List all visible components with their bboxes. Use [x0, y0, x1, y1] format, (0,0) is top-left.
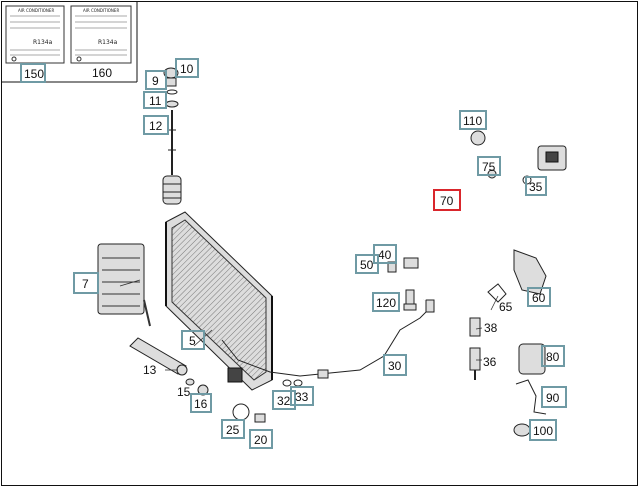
- callout-15-label[interactable]: 15: [177, 385, 191, 399]
- callout-25[interactable]: 25: [221, 419, 245, 439]
- callout-10-label: 10: [180, 62, 194, 76]
- callout-11-label: 11: [149, 94, 162, 108]
- callout-75[interactable]: 75: [477, 156, 501, 176]
- callout-100-label: 100: [533, 424, 553, 438]
- holders-part: [513, 343, 547, 437]
- callout-5[interactable]: 5: [181, 330, 205, 350]
- callout-70[interactable]: 70: [433, 189, 461, 211]
- callout-150-label: 150: [24, 67, 44, 81]
- callout-38-label[interactable]: 38: [484, 321, 498, 335]
- callout-150[interactable]: 150: [20, 63, 46, 83]
- callout-12[interactable]: 12: [143, 115, 169, 135]
- callout-9[interactable]: 9: [145, 70, 167, 90]
- callout-36-label[interactable]: 36: [483, 355, 497, 369]
- callout-10[interactable]: 10: [175, 58, 199, 78]
- callout-120-label: 120: [376, 296, 396, 310]
- callout-5-label: 5: [189, 334, 196, 348]
- callout-90-label: 90: [546, 391, 560, 405]
- callout-40-label: 40: [378, 248, 392, 262]
- callout-7[interactable]: 7: [73, 272, 99, 294]
- bracket-60-part: [487, 249, 547, 303]
- callout-20-label: 20: [254, 433, 268, 447]
- callout-20[interactable]: 20: [249, 429, 273, 449]
- callout-50[interactable]: 50: [355, 254, 379, 274]
- sticker-160-refrigerant: R134a: [98, 39, 118, 46]
- callout-110[interactable]: 110: [459, 110, 487, 130]
- sticker-160: AIR CONDITIONER R134a: [70, 5, 132, 64]
- callout-30[interactable]: 30: [383, 354, 407, 376]
- callout-80-label: 80: [546, 350, 560, 364]
- callout-100[interactable]: 100: [529, 419, 557, 441]
- callout-50-label: 50: [360, 258, 374, 272]
- callout-60-label: 60: [532, 291, 546, 305]
- sticker-160-heading: AIR CONDITIONER: [83, 8, 119, 13]
- sticker-150-heading: AIR CONDITIONER: [18, 8, 54, 13]
- callout-80[interactable]: 80: [541, 345, 565, 367]
- drier-stack-part: [162, 67, 182, 205]
- callout-90[interactable]: 90: [541, 386, 567, 408]
- callout-70-label: 70: [440, 194, 454, 208]
- callout-110-label: 110: [463, 114, 482, 128]
- callout-7-label: 7: [82, 277, 89, 291]
- callout-65-label[interactable]: 65: [499, 300, 513, 314]
- sticker-150-refrigerant: R134a: [33, 39, 53, 46]
- callout-25-label: 25: [226, 423, 240, 437]
- sticker-150: AIR CONDITIONER R134a: [5, 5, 65, 64]
- callout-13-label[interactable]: 13: [143, 363, 157, 377]
- bolts-part: [387, 261, 417, 311]
- callout-160-label[interactable]: 160: [92, 66, 112, 80]
- callout-11[interactable]: 11: [143, 91, 167, 109]
- callout-32[interactable]: 32: [272, 390, 296, 410]
- callout-30-label: 30: [388, 359, 402, 373]
- callout-32-label: 32: [277, 394, 291, 408]
- callout-12-label: 12: [149, 119, 163, 133]
- callout-33-label: 33: [295, 390, 309, 404]
- leader-lines: [119, 279, 499, 371]
- refrigerant-line-30: [221, 299, 435, 383]
- callout-35-label: 35: [529, 180, 543, 194]
- callout-16-label: 16: [194, 397, 208, 411]
- expansion-valve-part: [522, 145, 567, 185]
- callout-60[interactable]: 60: [527, 287, 551, 307]
- callout-16[interactable]: 16: [190, 393, 212, 413]
- drier-cylinder-part: [129, 337, 188, 376]
- sensors-part: [469, 317, 481, 380]
- callout-35[interactable]: 35: [525, 176, 547, 196]
- callout-120[interactable]: 120: [372, 292, 400, 312]
- callout-33[interactable]: 33: [290, 386, 314, 406]
- callout-9-label: 9: [152, 74, 159, 88]
- condenser-part: [165, 211, 273, 391]
- callout-75-label: 75: [482, 160, 496, 174]
